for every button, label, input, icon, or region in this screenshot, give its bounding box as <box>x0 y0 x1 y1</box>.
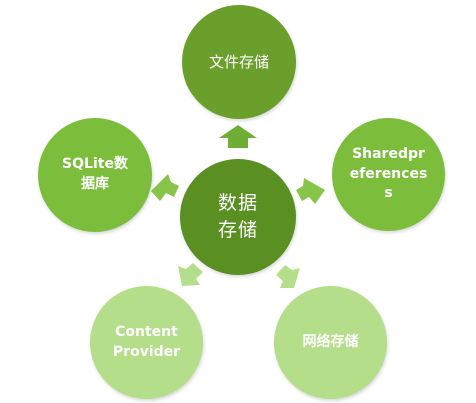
node-sqlite: SQLite数 据库 <box>38 118 152 232</box>
arrow-to-bottom-right <box>276 265 300 288</box>
node-content-provider: Content Provider <box>90 286 203 399</box>
node-file-storage-label: 文件存储 <box>208 52 269 71</box>
arrow-to-top <box>219 125 257 148</box>
node-data-storage: 数据 存储 <box>180 159 296 275</box>
node-network-storage: 网络存储 <box>274 286 387 399</box>
node-sharedpreferences: Sharedpr eferences s <box>332 118 445 231</box>
node-data-storage-label: 数据 存储 <box>217 192 258 241</box>
node-sqlite-label: SQLite数 据库 <box>62 156 128 192</box>
arrow-to-left <box>151 174 179 201</box>
node-file-storage: 文件存储 <box>182 5 296 119</box>
node-content-provider-label: Content Provider <box>112 323 181 360</box>
node-network-storage-label: 网络存储 <box>302 333 359 350</box>
arrow-to-bottom-left <box>178 263 203 286</box>
node-sharedpreferences-label: Sharedpr eferences s <box>349 146 428 202</box>
arrow-to-right <box>296 178 325 204</box>
